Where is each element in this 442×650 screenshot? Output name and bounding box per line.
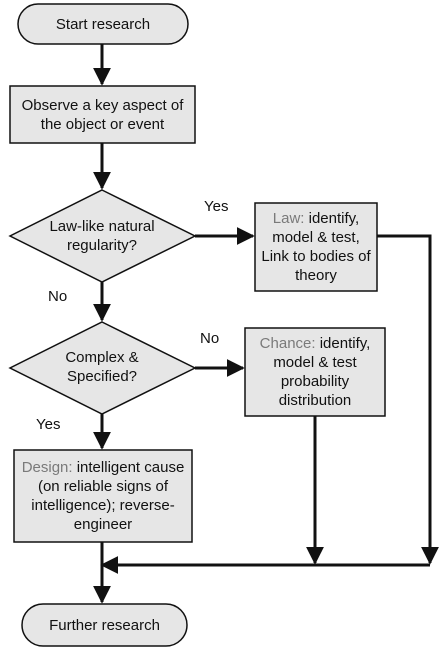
chance-text: identify, model & test probability distr… <box>273 335 371 409</box>
arrow-law-to-merge <box>377 234 439 565</box>
law-decision-node: Law-like natural regularity? <box>48 211 156 261</box>
no-label-complex: No <box>200 330 220 347</box>
end-terminal-shape <box>21 603 188 647</box>
yes-label-law: Yes <box>204 198 229 215</box>
design-text: intelligent cause (on reliable signs of … <box>31 459 185 533</box>
no-label-law: No <box>48 288 68 305</box>
law-text: identify, model & test, Link to bodies o… <box>261 210 371 284</box>
complex-decision-node: Complex & Specified? <box>52 344 152 390</box>
design-node: Design: intelligent cause (on reliable s… <box>18 452 188 540</box>
chance-node: Chance: identify, model & test probabili… <box>249 330 381 414</box>
chance-keyword: Chance: <box>259 335 316 352</box>
end-label: Further research <box>49 616 160 634</box>
law-decision-label: Law-like natural regularity? <box>49 218 155 254</box>
design-keyword: Design: <box>21 459 73 476</box>
observe-node: Observe a key aspect of the object or ev… <box>14 86 191 143</box>
start-label: Start research <box>55 15 151 33</box>
law-node: Law: identify, model & test, Link to bod… <box>257 205 375 289</box>
chance-process-shape <box>244 327 386 417</box>
start-node: Start research <box>18 4 188 44</box>
observe-process-shape <box>9 85 196 144</box>
complex-decision-label: Complex & Specified? <box>65 349 139 385</box>
end-node: Further research <box>22 604 187 646</box>
law-process-shape <box>254 202 378 292</box>
yes-label-complex: Yes <box>36 416 61 433</box>
design-process-shape <box>13 449 193 543</box>
law-keyword: Law: <box>272 210 305 227</box>
observe-label: Observe a key aspect of the object or ev… <box>21 96 184 133</box>
